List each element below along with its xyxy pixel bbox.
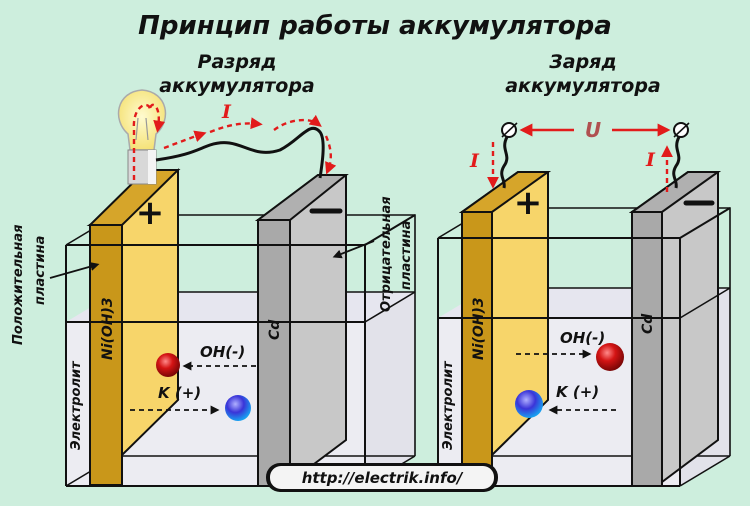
charge-current-label-left: I	[469, 150, 480, 172]
voltage-label: U	[585, 118, 601, 142]
charge-heading-line2: аккумулятора	[505, 75, 661, 97]
electrolyte-side-line	[364, 291, 416, 323]
negative-plate-edge	[631, 211, 663, 487]
positive-sign: +	[514, 183, 543, 223]
positive-terminal-icon	[500, 122, 518, 189]
charge-cell: Заряд аккумулятора + Ni(OH)3 Cd Электрол…	[437, 51, 731, 487]
cation-label: K (+)	[556, 383, 599, 401]
external-wire	[155, 126, 325, 179]
lamp-icon	[117, 89, 167, 185]
anion-ball	[596, 343, 624, 371]
diagram-title: Принцип работы аккумулятора	[138, 11, 612, 41]
positive-plate-pointer	[49, 262, 100, 279]
negative-plate-edge	[257, 219, 291, 487]
watermark-url: http://electrik.info/	[302, 469, 464, 487]
discharge-current-label: I	[221, 101, 232, 123]
negative-plate-pointer	[332, 240, 375, 259]
cation-ball	[225, 395, 251, 421]
lamp-current-arrow	[132, 103, 166, 180]
charge-current-label-right: I	[645, 149, 656, 171]
electrolyte-label: Электролит	[441, 360, 456, 450]
anion-label: OH(-)	[560, 329, 605, 347]
discharge-cell: Разряд аккумулятора + Ni(OH)3 Cd Электр	[11, 51, 416, 487]
negative-plate-label-line2: пластина	[399, 221, 414, 290]
wire-current-arrow	[163, 130, 207, 150]
wire-current-arrow	[209, 117, 263, 134]
electrolyte-label: Электролит	[69, 360, 84, 450]
wire-current-arrow	[324, 135, 337, 175]
cation-ball	[515, 390, 543, 418]
discharge-heading-line2: аккумулятора	[159, 75, 315, 97]
negative-terminal-icon	[672, 122, 690, 189]
charge-heading-line1: Заряд	[548, 51, 616, 73]
positive-sign: +	[136, 193, 165, 233]
wire-current-arrow	[273, 114, 322, 131]
negative-plate-material: Cd	[640, 313, 656, 334]
negative-plate-material: Cd	[267, 319, 283, 340]
electrolyte-side	[365, 292, 415, 486]
electrolyte-side-line	[679, 287, 731, 319]
positive-plate-material: Ni(OH)3	[100, 297, 116, 360]
positive-plate-label-line2: пластина	[33, 236, 48, 305]
anion-ball	[156, 353, 180, 377]
container-side-bottom	[679, 455, 731, 487]
cation-label: K (+)	[158, 384, 201, 402]
positive-plate-material: Ni(OH)3	[471, 297, 487, 360]
watermark-badge: http://electrik.info/	[266, 463, 498, 492]
positive-plate-label-line1: Положительная	[11, 224, 26, 345]
negative-plate-label-line1: Отрицательная	[379, 196, 394, 312]
discharge-heading-line1: Разряд	[198, 51, 277, 73]
anion-label: OH(-)	[200, 343, 245, 361]
